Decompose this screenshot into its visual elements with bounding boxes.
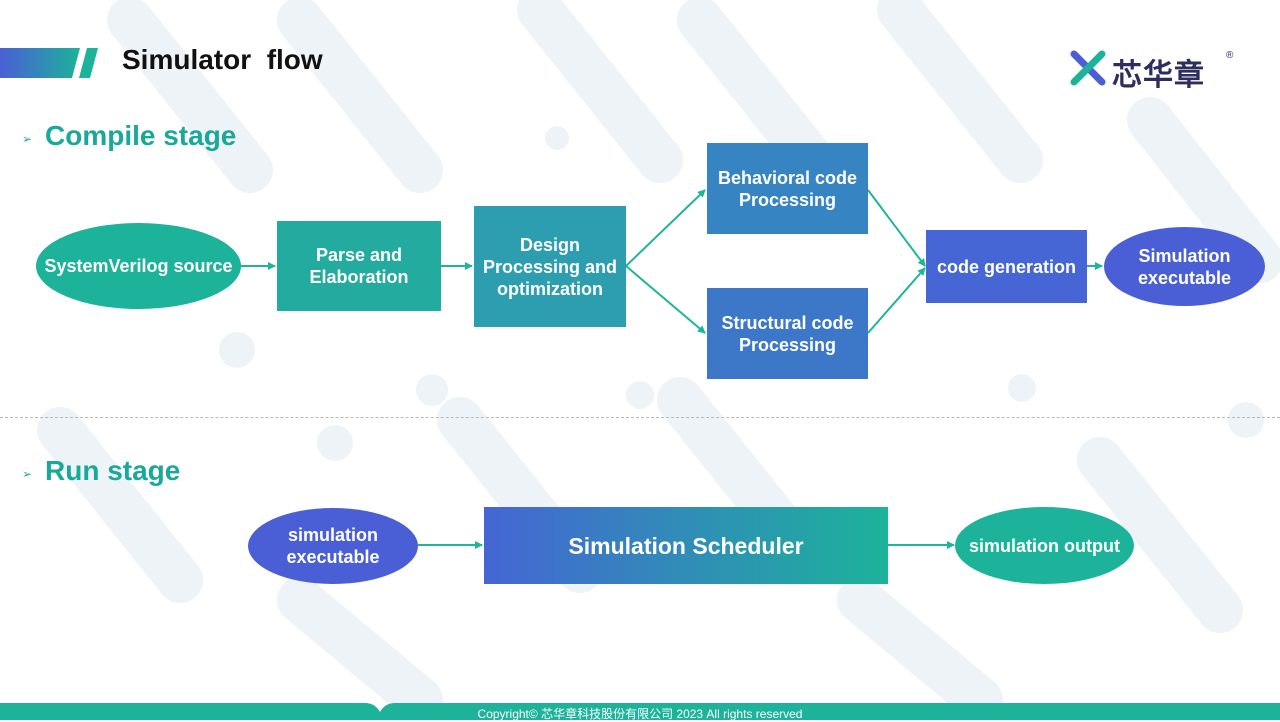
arrow-structural-to-codegen xyxy=(867,267,926,334)
stage-divider xyxy=(0,417,1280,418)
footer-band xyxy=(0,703,1280,720)
node-design-processing: Design Processing and optimization xyxy=(474,206,626,327)
arrow-bullet-icon: ➢ xyxy=(22,132,33,146)
compile-stage-label: Compile stage xyxy=(45,120,237,151)
arrow-design-to-structural xyxy=(625,265,706,334)
footer-copyright: Copyright© 芯华章科技股份有限公司 2023 All rights r… xyxy=(477,707,803,721)
node-code-generation: code generation xyxy=(926,230,1087,303)
node-behavioral-code: Behavioral code Processing xyxy=(707,143,868,234)
company-logo: 芯华章 ® xyxy=(1068,48,1238,92)
node-simulation-scheduler: Simulation Scheduler xyxy=(484,507,888,584)
arrow-bullet-icon: ➢ xyxy=(22,467,33,481)
node-systemverilog-source: SystemVerilog source xyxy=(36,223,241,309)
logo-registered-mark: ® xyxy=(1226,50,1234,61)
node-simulation-output: simulation output xyxy=(955,507,1134,584)
arrow-behavioral-to-codegen xyxy=(867,189,926,267)
node-run-simulation-executable: simulation executable xyxy=(248,508,418,584)
arrow-design-to-behavioral xyxy=(625,189,706,267)
logo-wordmark: 芯华章 xyxy=(1112,59,1205,92)
x-mark-icon xyxy=(1070,50,1106,86)
node-structural-code: Structural code Processing xyxy=(707,288,868,379)
node-simulation-executable: Simulation executable xyxy=(1104,227,1265,306)
run-stage-label: Run stage xyxy=(45,455,181,486)
header-accent-bar xyxy=(0,48,98,78)
node-parse-elaboration: Parse and Elaboration xyxy=(277,221,441,311)
slide-title: Simulator flow xyxy=(122,44,323,75)
